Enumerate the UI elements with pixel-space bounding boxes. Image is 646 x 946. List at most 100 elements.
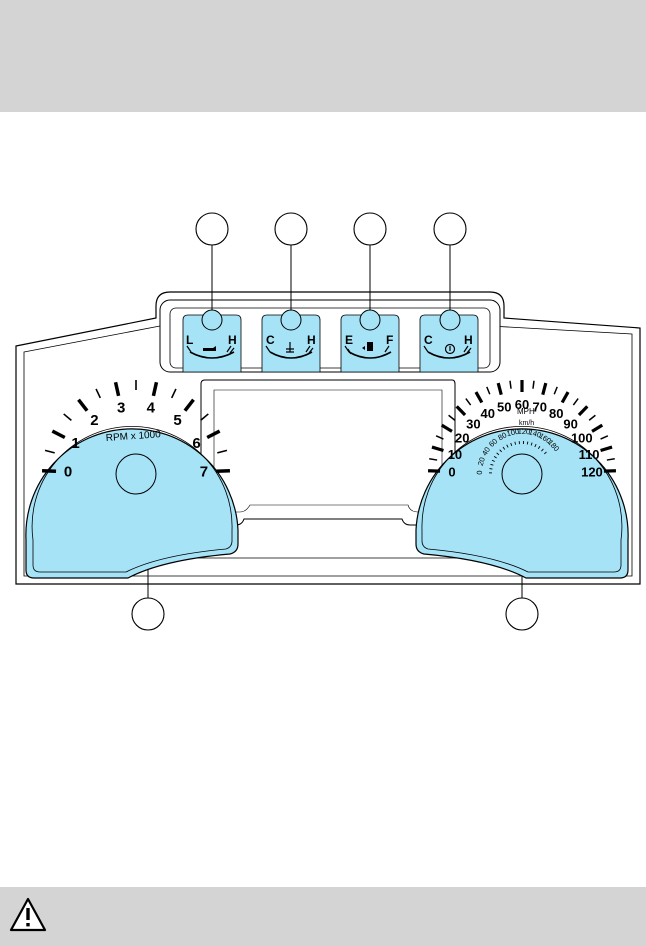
- speedometer-mph-number: 80: [549, 406, 563, 421]
- oil-high-label: H: [228, 333, 237, 347]
- fuel-pump-icon: [362, 342, 373, 351]
- speedometer-ticks: [428, 380, 616, 473]
- speedometer-tick: [591, 423, 604, 433]
- callout-oil: [195, 212, 229, 246]
- speedometer-tick: [474, 391, 484, 404]
- tachometer-number: 6: [192, 435, 200, 452]
- temp-hot-label: H: [307, 333, 316, 347]
- speedometer-kmh-tick: [496, 452, 500, 456]
- speedometer-mph-number: 90: [563, 417, 577, 432]
- oil-can-icon: [203, 346, 216, 351]
- transmission-temp-icon: [444, 343, 456, 355]
- speedometer-tick: [486, 386, 491, 395]
- speedometer-kmh-label: km/h: [519, 420, 534, 427]
- speedometer-tick: [431, 445, 444, 453]
- callout-trans: [433, 212, 467, 246]
- speedometer-mph-number: 100: [571, 431, 593, 446]
- callout-speedometer: [505, 597, 539, 631]
- speedometer-tick: [577, 405, 589, 417]
- tachometer-unit-label: RPM x 1000: [105, 429, 161, 444]
- temp-cold-label: C: [266, 333, 275, 347]
- speedometer-kmh-tick: [506, 444, 509, 448]
- tachometer-number: 0: [64, 464, 72, 481]
- tachometer-tick: [51, 429, 66, 440]
- speedometer-tick: [465, 398, 472, 406]
- tachometer-number: 7: [200, 464, 208, 481]
- speedometer-kmh-tick: [534, 443, 537, 448]
- speedometer-mph-number: 120: [581, 465, 603, 480]
- speedometer-kmh-tick: [499, 449, 502, 453]
- speedometer-rim: [421, 426, 623, 573]
- speedometer-kmh-tick: [514, 441, 516, 445]
- speedometer-mph-label: MPH: [517, 407, 535, 416]
- speedometer-tick: [600, 435, 609, 440]
- speedometer-kmh-number: 80: [497, 430, 509, 442]
- speedometer-kmh-tick: [502, 446, 506, 450]
- tachometer-tick: [113, 381, 121, 397]
- speedometer-tick: [440, 423, 453, 433]
- speedometer-kmh-number: 120: [518, 427, 531, 437]
- tachometer-tick: [170, 388, 177, 399]
- tachometer-tick: [95, 388, 102, 399]
- warning-band: [0, 887, 646, 946]
- tachometer-tick: [183, 398, 195, 412]
- speedometer-kmh-tick: [491, 459, 495, 462]
- fuel-gauge-hub: [359, 309, 381, 331]
- callout-fuel: [353, 212, 387, 246]
- tachometer-hub: [115, 453, 157, 495]
- speedometer-kmh-tick: [493, 456, 497, 459]
- tachometer-number: 3: [117, 400, 125, 417]
- speedometer-tick: [509, 380, 512, 389]
- speedometer-kmh-tick: [543, 451, 547, 455]
- tachometer-rim: [31, 426, 233, 573]
- trans-gauge-hub: [439, 309, 461, 331]
- speedometer-mph-number: 30: [466, 417, 480, 432]
- speedometer-kmh-tick: [526, 441, 529, 445]
- thermometer-icon: [286, 342, 294, 353]
- tachometer-number: 1: [71, 435, 79, 452]
- callout-temp: [274, 212, 308, 246]
- engine-temp-gauge: C H: [261, 309, 321, 373]
- speedometer-mph-number: 20: [455, 431, 469, 446]
- speedometer-tick: [532, 380, 535, 389]
- speedometer-mph-number: 0: [448, 465, 455, 480]
- tachometer-tick: [151, 381, 159, 397]
- tachometer-face: [25, 428, 239, 579]
- oil-pressure-gauge: L H: [182, 309, 242, 373]
- transmission-temp-gauge: C H: [419, 309, 479, 373]
- speedometer-tick: [588, 414, 596, 421]
- speedometer-kmh-tick: [490, 463, 494, 466]
- trans-hot-label: H: [464, 333, 473, 347]
- tachometer-tick: [44, 449, 55, 454]
- speedometer-kmh-number: 140: [528, 427, 543, 439]
- speedometer-tick: [560, 391, 570, 404]
- oil-gauge-hub: [201, 309, 223, 331]
- fuel-full-label: F: [386, 333, 393, 347]
- speedometer-kmh-tick: [537, 446, 541, 450]
- speedometer-mph-number: 70: [532, 399, 546, 414]
- temp-gauge-hub: [280, 309, 302, 331]
- speedometer-kmh-number: 0: [475, 470, 484, 474]
- tachometer-tick: [77, 398, 89, 412]
- fuel-empty-label: E: [345, 333, 353, 347]
- speedometer-mph-number: 60: [515, 397, 529, 412]
- speedometer-kmh-tick: [541, 448, 544, 452]
- speedometer-tick: [496, 382, 503, 396]
- center-display-inner: [213, 389, 443, 513]
- speedometer-tick: [429, 458, 438, 461]
- tachometer-number: 5: [173, 412, 181, 429]
- speedometer-kmh-tick: [530, 442, 533, 446]
- speedometer-mph-number: 10: [448, 447, 462, 462]
- tachometer-number: 4: [147, 400, 156, 417]
- speedometer-kmh-tick: [510, 442, 513, 446]
- speedometer-tick: [541, 382, 548, 396]
- trans-cold-label: C: [424, 333, 433, 347]
- speedometer-kmh-number: 20: [476, 456, 487, 467]
- tachometer-tick: [206, 429, 221, 440]
- speedometer-mph-number: 110: [579, 447, 600, 462]
